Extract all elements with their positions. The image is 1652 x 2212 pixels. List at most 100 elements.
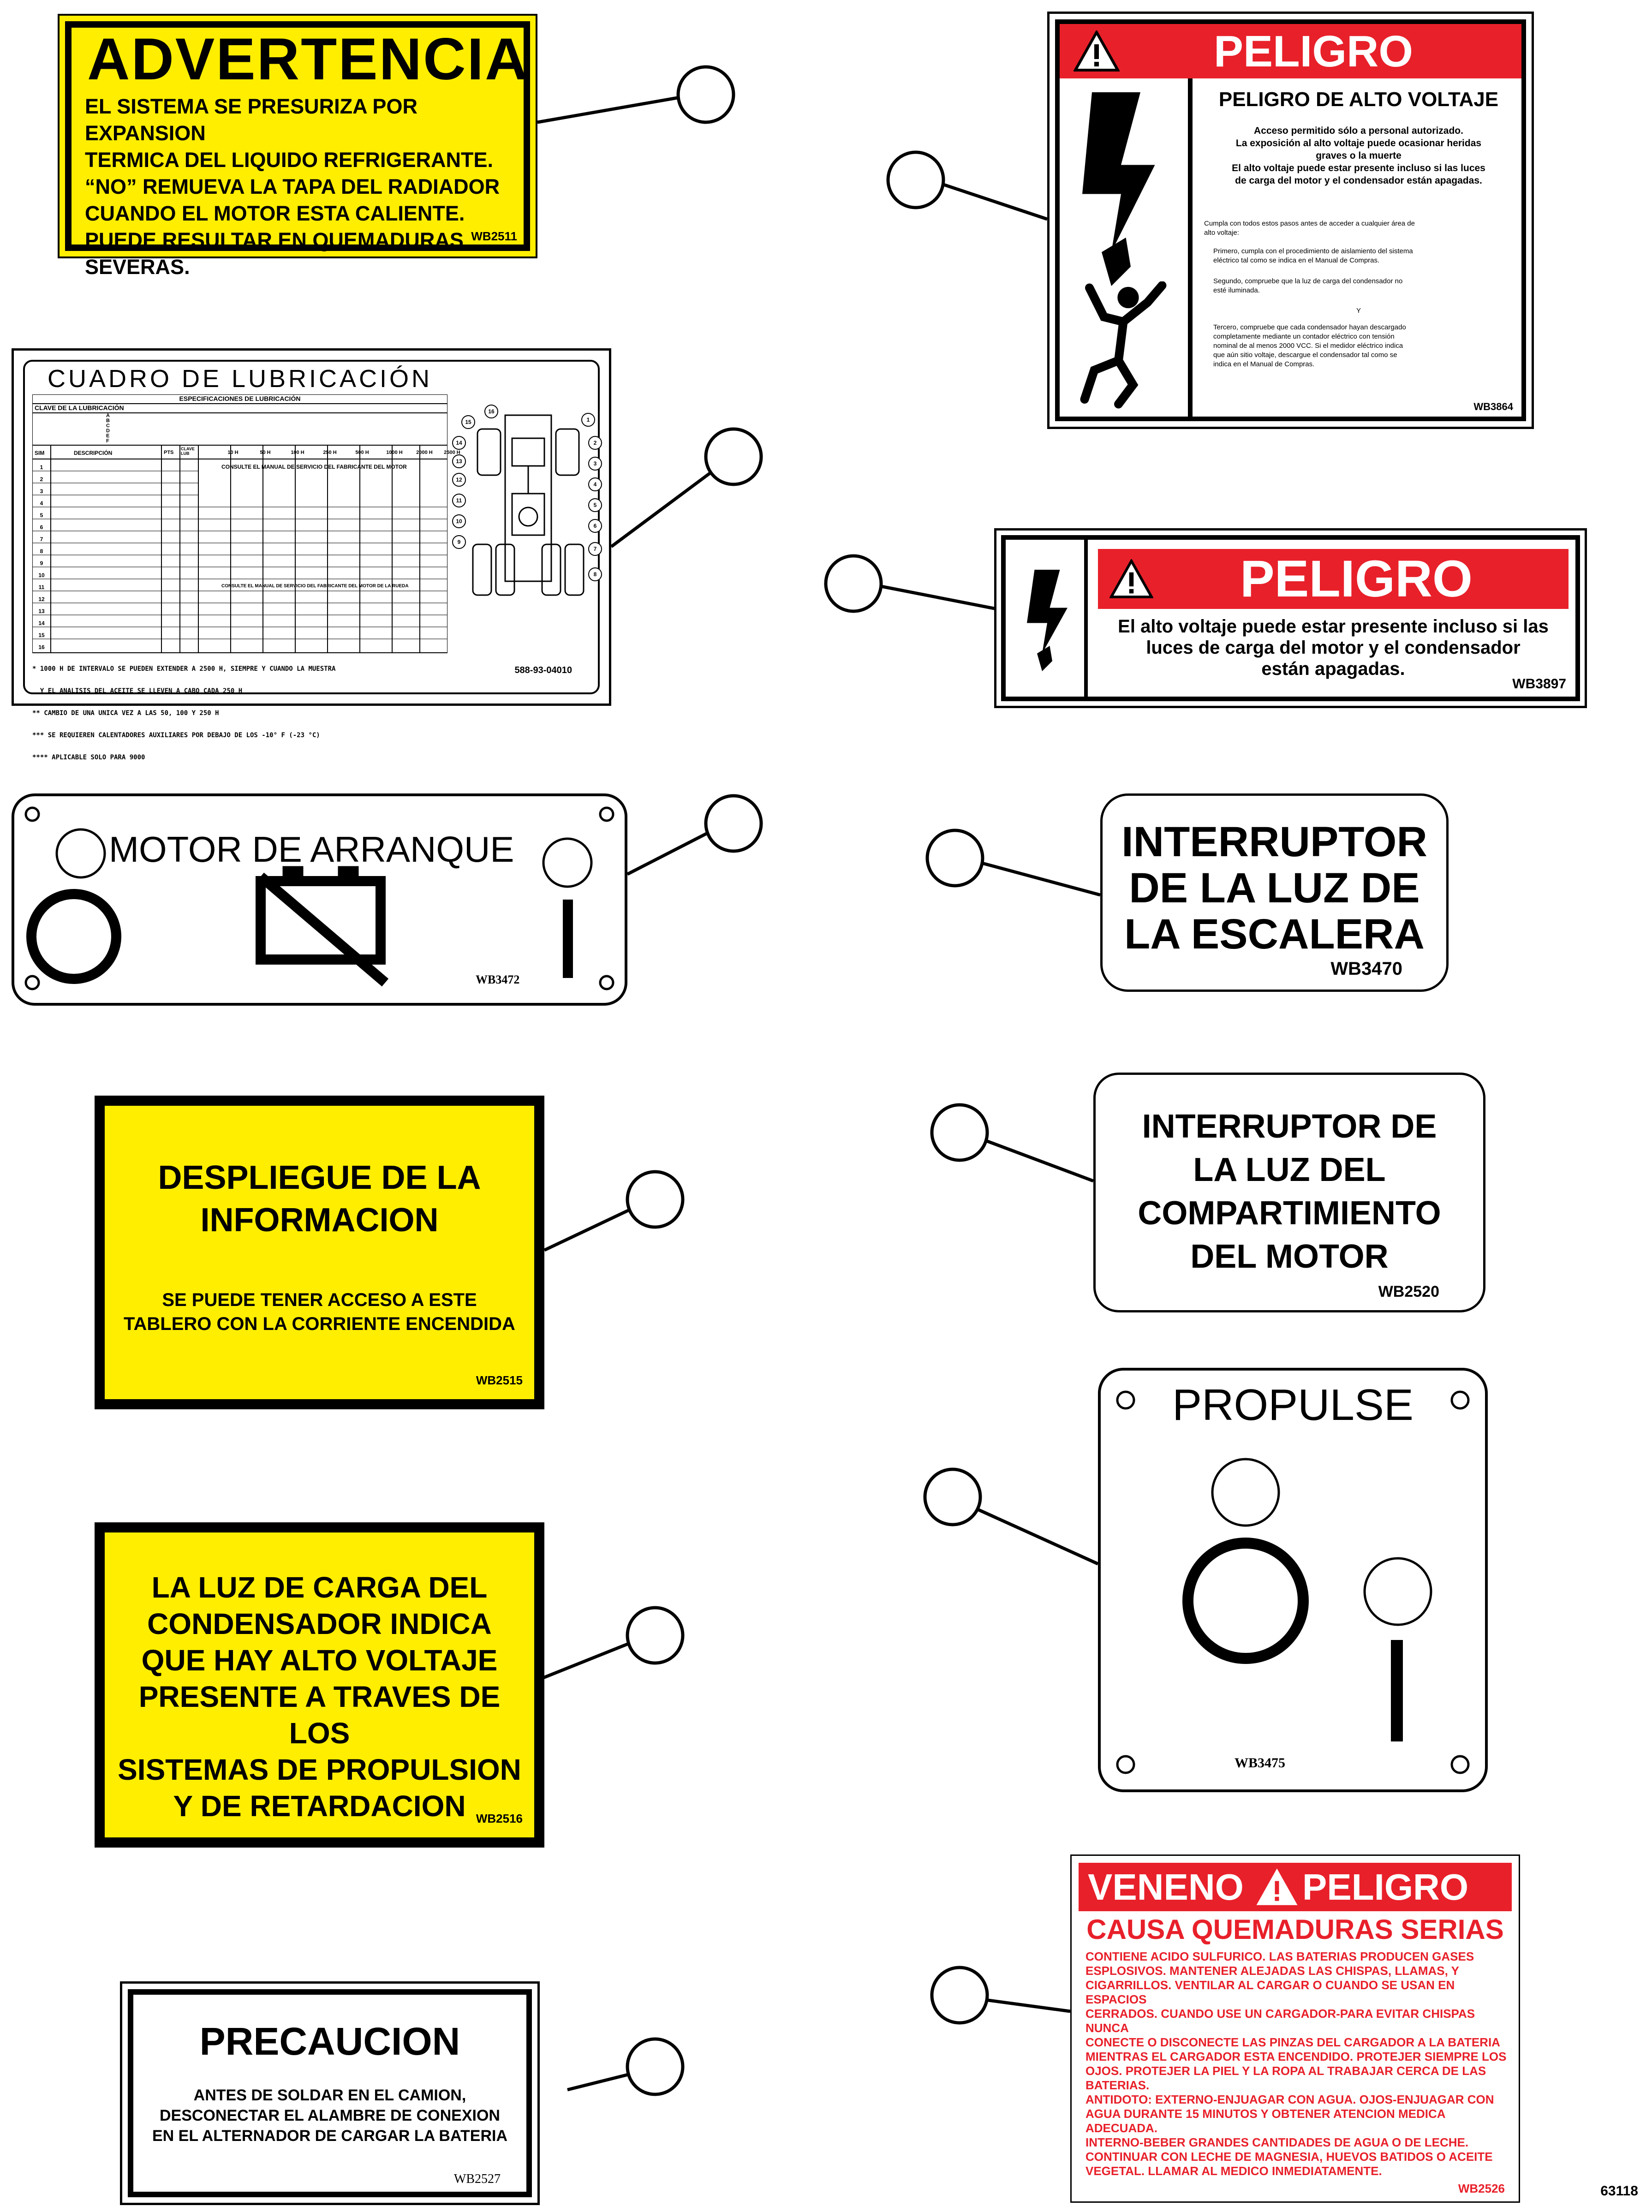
interruptor-compartimiento-lines: INTERRUPTOR DE LA LUZ DEL COMPARTIMIENTO… <box>1138 1108 1441 1275</box>
peligro-small-lines: El alto voltaje puede estar presente inc… <box>1118 616 1549 679</box>
switch-lever-icon <box>563 900 573 978</box>
mounting-hole-icon <box>599 806 614 822</box>
despliegue-code: WB2515 <box>476 1373 523 1387</box>
peligro-av-title: PELIGRO DE ALTO VOLTAJE <box>1218 88 1499 111</box>
motor-arranque-title: MOTOR DE ARRANQUE <box>109 829 514 870</box>
lubrication-table-grid <box>32 394 447 653</box>
veneno-subtitle: CAUSA QUEMADURAS SERIAS <box>1086 1914 1504 1945</box>
callout-balloon <box>704 794 763 853</box>
mounting-hole-icon <box>24 975 40 990</box>
warning-triangle-icon <box>1109 559 1153 598</box>
decal-luz-carga: LA LUZ DE CARGA DEL CONDENSADOR INDICA Q… <box>95 1522 544 1848</box>
diagram-number: 8 <box>594 571 597 578</box>
lubricacion-subtitle: ESPECIFICACIONES DE LUBRICACIÓN <box>179 395 301 402</box>
precaucion-code: WB2527 <box>453 2172 501 2186</box>
lubricacion-consulte-1: CONSULTE EL MANUAL DE SERVICIO DEL FABRI… <box>221 464 407 470</box>
diagram-number: 5 <box>594 502 597 508</box>
decal-interruptor-compartimiento: INTERRUPTOR DE LA LUZ DEL COMPARTIMIENTO… <box>1093 1073 1485 1312</box>
lubricacion-title: CUADRO DE LUBRICACIÓN <box>47 365 433 393</box>
callout-balloon <box>542 837 593 888</box>
diagram-number: 6 <box>594 523 597 529</box>
lubricacion-col-sim: SIM <box>35 450 45 456</box>
peligro-small-code: WB3897 <box>1512 676 1566 692</box>
veneno-header: VENENO PELIGRO <box>1079 1863 1512 1911</box>
lubricacion-footnotes: * 1000 H DE INTERVALO SE PUEDEN EXTENDER… <box>32 665 336 761</box>
figure-number: 63118 <box>1600 2183 1638 2199</box>
callout-balloon <box>886 150 945 209</box>
peligro-av-header: PELIGRO <box>1060 24 1521 78</box>
despliegue-title: DESPLIEGUE DE LA INFORMACION <box>158 1159 481 1239</box>
decal-interruptor-escalera: INTERRUPTOR DE LA LUZ DE LA ESCALERA WB3… <box>1100 793 1449 992</box>
decal-precaucion: PRECAUCION ANTES DE SOLDAR EN EL CAMION,… <box>120 1981 540 2205</box>
peligro-av-inner-border <box>1055 19 1526 421</box>
precaucion-inner-border <box>128 1989 532 2197</box>
luz-carga-code: WB2516 <box>476 1812 523 1825</box>
peligro-av-step3: Tercero, compruebe que cada condensador … <box>1213 323 1406 368</box>
callout-balloon <box>923 1467 982 1526</box>
veneno-lines: CONTIENE ACIDO SULFURICO. LAS BATERIAS P… <box>1085 1950 1507 2178</box>
diagram-number: 1 <box>587 417 590 423</box>
lubricacion-col-pts: PTS <box>164 450 174 455</box>
motor-arranque-code: WB3472 <box>476 973 520 986</box>
lightning-bolt-icon <box>1027 570 1068 671</box>
callout-balloon <box>925 829 984 888</box>
mounting-hole-icon <box>599 975 614 990</box>
callout-balloon <box>930 1103 989 1162</box>
battery-icon <box>256 876 386 965</box>
precaucion-lines: ANTES DE SOLDAR EN EL CAMION, DESCONECTA… <box>152 2087 508 2145</box>
decal-peligro-alto-voltaje: PELIGRO PELIGRO DE ALTO VOLTAJE Acceso p… <box>1047 12 1534 429</box>
lubricacion-col-clave: CLAVE LUB <box>181 447 195 456</box>
callout-balloon <box>824 554 883 613</box>
propulse-graphics <box>1116 1390 1470 1774</box>
diagram-number: 7 <box>594 546 597 552</box>
decal-motor-arranque: MOTOR DE ARRANQUE WB3472 <box>12 793 627 1006</box>
peligro-av-step1: Primero, cumpla con el procedimiento de … <box>1213 247 1413 264</box>
lubricacion-clave-header: CLAVE DE LA LUBRICACIÓN <box>35 404 124 411</box>
decal-propulse: PROPULSE WB3475 <box>1098 1368 1488 1792</box>
interruptor-compartimiento-code: WB2520 <box>1378 1283 1439 1300</box>
peligro-av-para1: Acceso permitido sólo a personal autoriz… <box>1232 125 1485 186</box>
callout-balloon <box>626 1170 685 1229</box>
callout-balloon <box>1211 1458 1280 1527</box>
callout-balloon <box>676 65 735 124</box>
peligro-small-header: PELIGRO <box>1098 549 1569 609</box>
lubricacion-intervals: 10 H 50 H 100 H 250 H 500 H 1000 H 2000 … <box>227 450 460 455</box>
advertencia-lines: EL SISTEMA SE PRESURIZA POR EXPANSION TE… <box>85 95 500 279</box>
diagram-number: 13 <box>456 458 462 465</box>
mounting-hole-icon <box>1450 1755 1470 1774</box>
peligro-small-inner-border <box>1001 535 1580 701</box>
mounting-hole-icon <box>1116 1755 1135 1774</box>
diagram-number: 11 <box>456 497 462 504</box>
warning-triangle-icon <box>1256 1868 1298 1905</box>
peligro-small-header-text: PELIGRO <box>1240 550 1473 608</box>
peligro-small-divider <box>1084 540 1088 697</box>
switch-lever-icon <box>1391 1640 1403 1741</box>
veneno-header-left: VENENO <box>1088 1866 1244 1908</box>
propulse-code: WB3475 <box>1235 1755 1286 1771</box>
decal-peligro-small: PELIGRO El alto voltaje puede estar pres… <box>994 528 1587 708</box>
propulse-title: PROPULSE <box>1172 1380 1413 1430</box>
peligro-av-code: WB3864 <box>1473 401 1513 412</box>
lubricacion-code: 588-93-04010 <box>514 665 572 675</box>
peligro-av-header-text: PELIGRO <box>1213 27 1413 76</box>
callout-balloon <box>704 427 763 486</box>
truck-top-view-diagram: 1 2 3 4 5 6 7 8 9 10 11 12 13 14 15 16 <box>452 405 602 596</box>
lubricacion-row-numbers: 1 2 3 4 5 6 7 8 9 10 11 12 13 14 15 16 <box>38 464 45 650</box>
decal-cuadro-lubricacion: CUADRO DE LUBRICACIÓN <box>12 348 611 761</box>
lubricacion-keys: A B C D E F <box>106 413 110 444</box>
diagram-number: 14 <box>456 440 462 446</box>
diagram-number: 9 <box>458 539 461 545</box>
diagram-number: 16 <box>488 408 495 415</box>
indicator-lamp-icon <box>26 889 121 984</box>
interruptor-escalera-code: WB3470 <box>1330 959 1402 979</box>
veneno-code: WB2526 <box>1458 2182 1505 2195</box>
peligro-av-step2: Segundo, compruebe que la luz de carga d… <box>1213 277 1403 294</box>
callout-balloon <box>1363 1557 1432 1626</box>
lubricacion-consulte-2: CONSULTE EL MANUAL DE SERVICIO DEL FABRI… <box>221 584 409 589</box>
callout-balloon <box>930 1966 989 2025</box>
callout-balloon <box>626 1606 685 1665</box>
diagram-number: 3 <box>594 460 597 467</box>
callout-balloon <box>55 828 106 879</box>
peligro-av-para2: Cumpla con todos estos pasos antes de ac… <box>1204 220 1415 237</box>
indicator-lamp-icon <box>1182 1538 1309 1664</box>
